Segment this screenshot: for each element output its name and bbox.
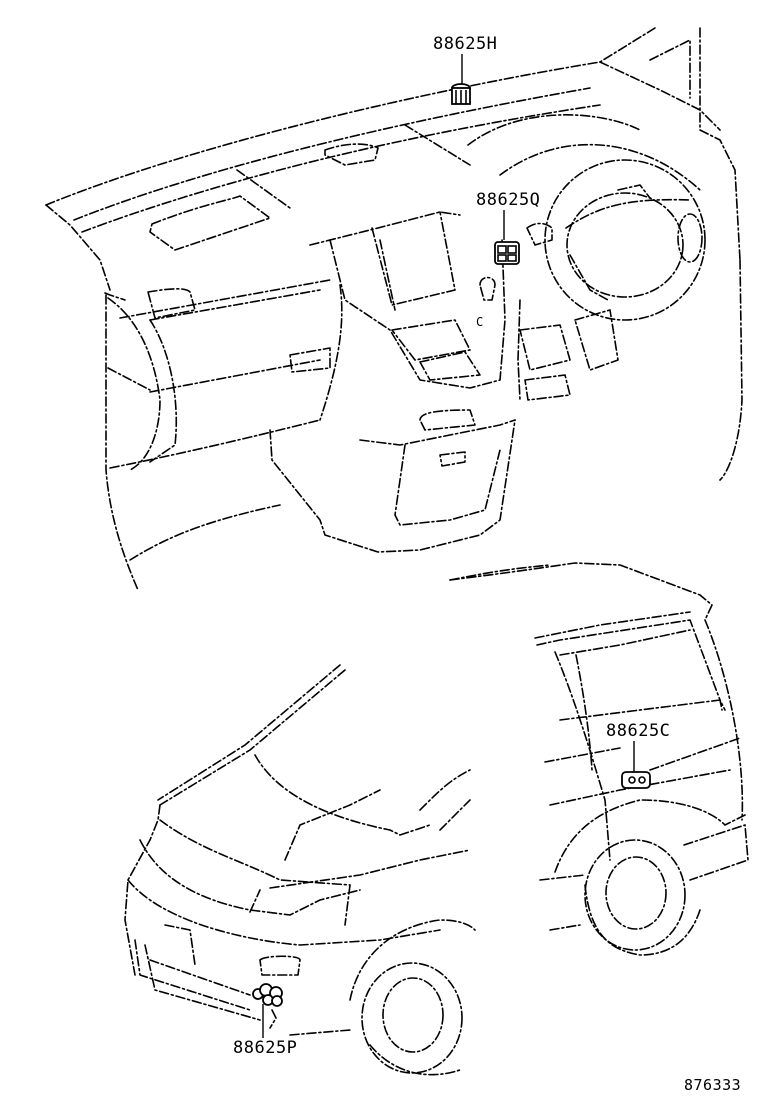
- part-88625H-connector: [451, 54, 471, 105]
- part-88625P-sensor: [252, 983, 283, 1038]
- callout-label-88625C: 88625C: [606, 721, 671, 741]
- dashboard-drawing: C: [45, 27, 743, 591]
- part-88625Q-connector: [494, 210, 520, 265]
- part-88625C-switch: [621, 741, 651, 789]
- callout-label-88625Q: 88625Q: [476, 190, 541, 210]
- drawing-number: 876333: [684, 1076, 742, 1094]
- shift-indicator-glyph: C: [476, 315, 483, 329]
- rear-exterior-drawing: [449, 562, 749, 956]
- callout-label-88625H: 88625H: [433, 34, 498, 54]
- front-exterior-drawing: [124, 664, 476, 1076]
- callout-label-88625P: 88625P: [233, 1038, 298, 1058]
